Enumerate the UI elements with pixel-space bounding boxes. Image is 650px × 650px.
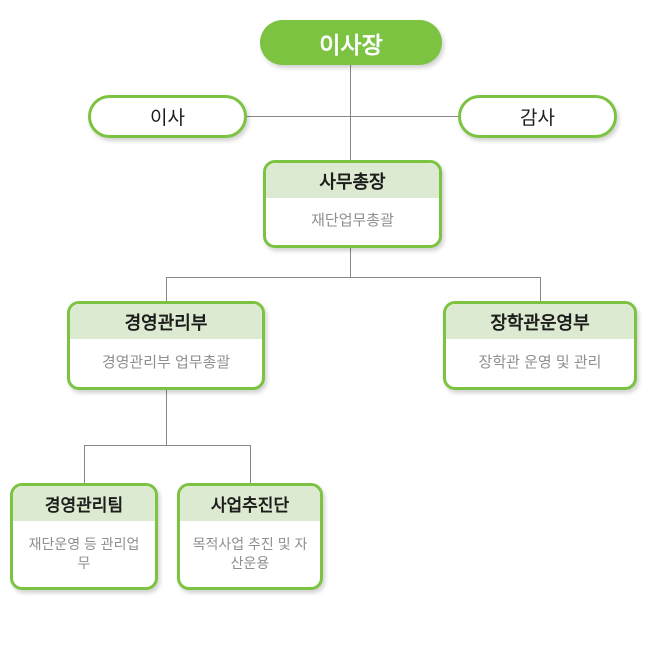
management-team-title: 경영관리팀 — [13, 486, 155, 521]
director-label: 이사 — [150, 108, 185, 129]
project-promotion-team-title: 사업추진단 — [180, 486, 320, 521]
connector-line — [166, 390, 167, 446]
scholarship-hall-dept-desc: 장학관 운영 및 관리 — [478, 353, 602, 371]
management-dept-desc: 경영관리부 업무총괄 — [101, 353, 231, 371]
connector-line — [350, 64, 351, 160]
connector-line — [166, 277, 167, 301]
secretary-general-desc: 재단업무총괄 — [311, 212, 394, 230]
connector-line — [247, 116, 458, 117]
chairman-node: 이사장 — [260, 20, 442, 65]
scholarship-hall-dept-box: 장학관운영부 장학관 운영 및 관리 — [443, 301, 637, 390]
secretary-general-title: 사무총장 — [266, 163, 439, 198]
auditor-node: 감사 — [458, 95, 617, 138]
management-dept-box: 경영관리부 경영관리부 업무총괄 — [67, 301, 265, 390]
connector-line — [350, 248, 351, 278]
connector-line — [84, 445, 85, 483]
management-team-desc: 재단운영 등 관리업무 — [28, 536, 140, 571]
connector-line — [84, 445, 250, 446]
project-promotion-team-box: 사업추진단 목적사업 추진 및 자산운용 — [177, 483, 323, 590]
director-node: 이사 — [88, 95, 247, 138]
secretary-general-box: 사무총장 재단업무총괄 — [263, 160, 442, 248]
connector-line — [166, 277, 540, 278]
connector-line — [250, 445, 251, 483]
chairman-label: 이사장 — [319, 31, 383, 58]
auditor-label: 감사 — [520, 108, 555, 129]
connector-line — [540, 277, 541, 301]
scholarship-hall-dept-title: 장학관운영부 — [446, 304, 634, 339]
management-team-box: 경영관리팀 재단운영 등 관리업무 — [10, 483, 158, 590]
project-promotion-team-desc: 목적사업 추진 및 자산운용 — [192, 536, 308, 571]
management-dept-title: 경영관리부 — [70, 304, 262, 339]
